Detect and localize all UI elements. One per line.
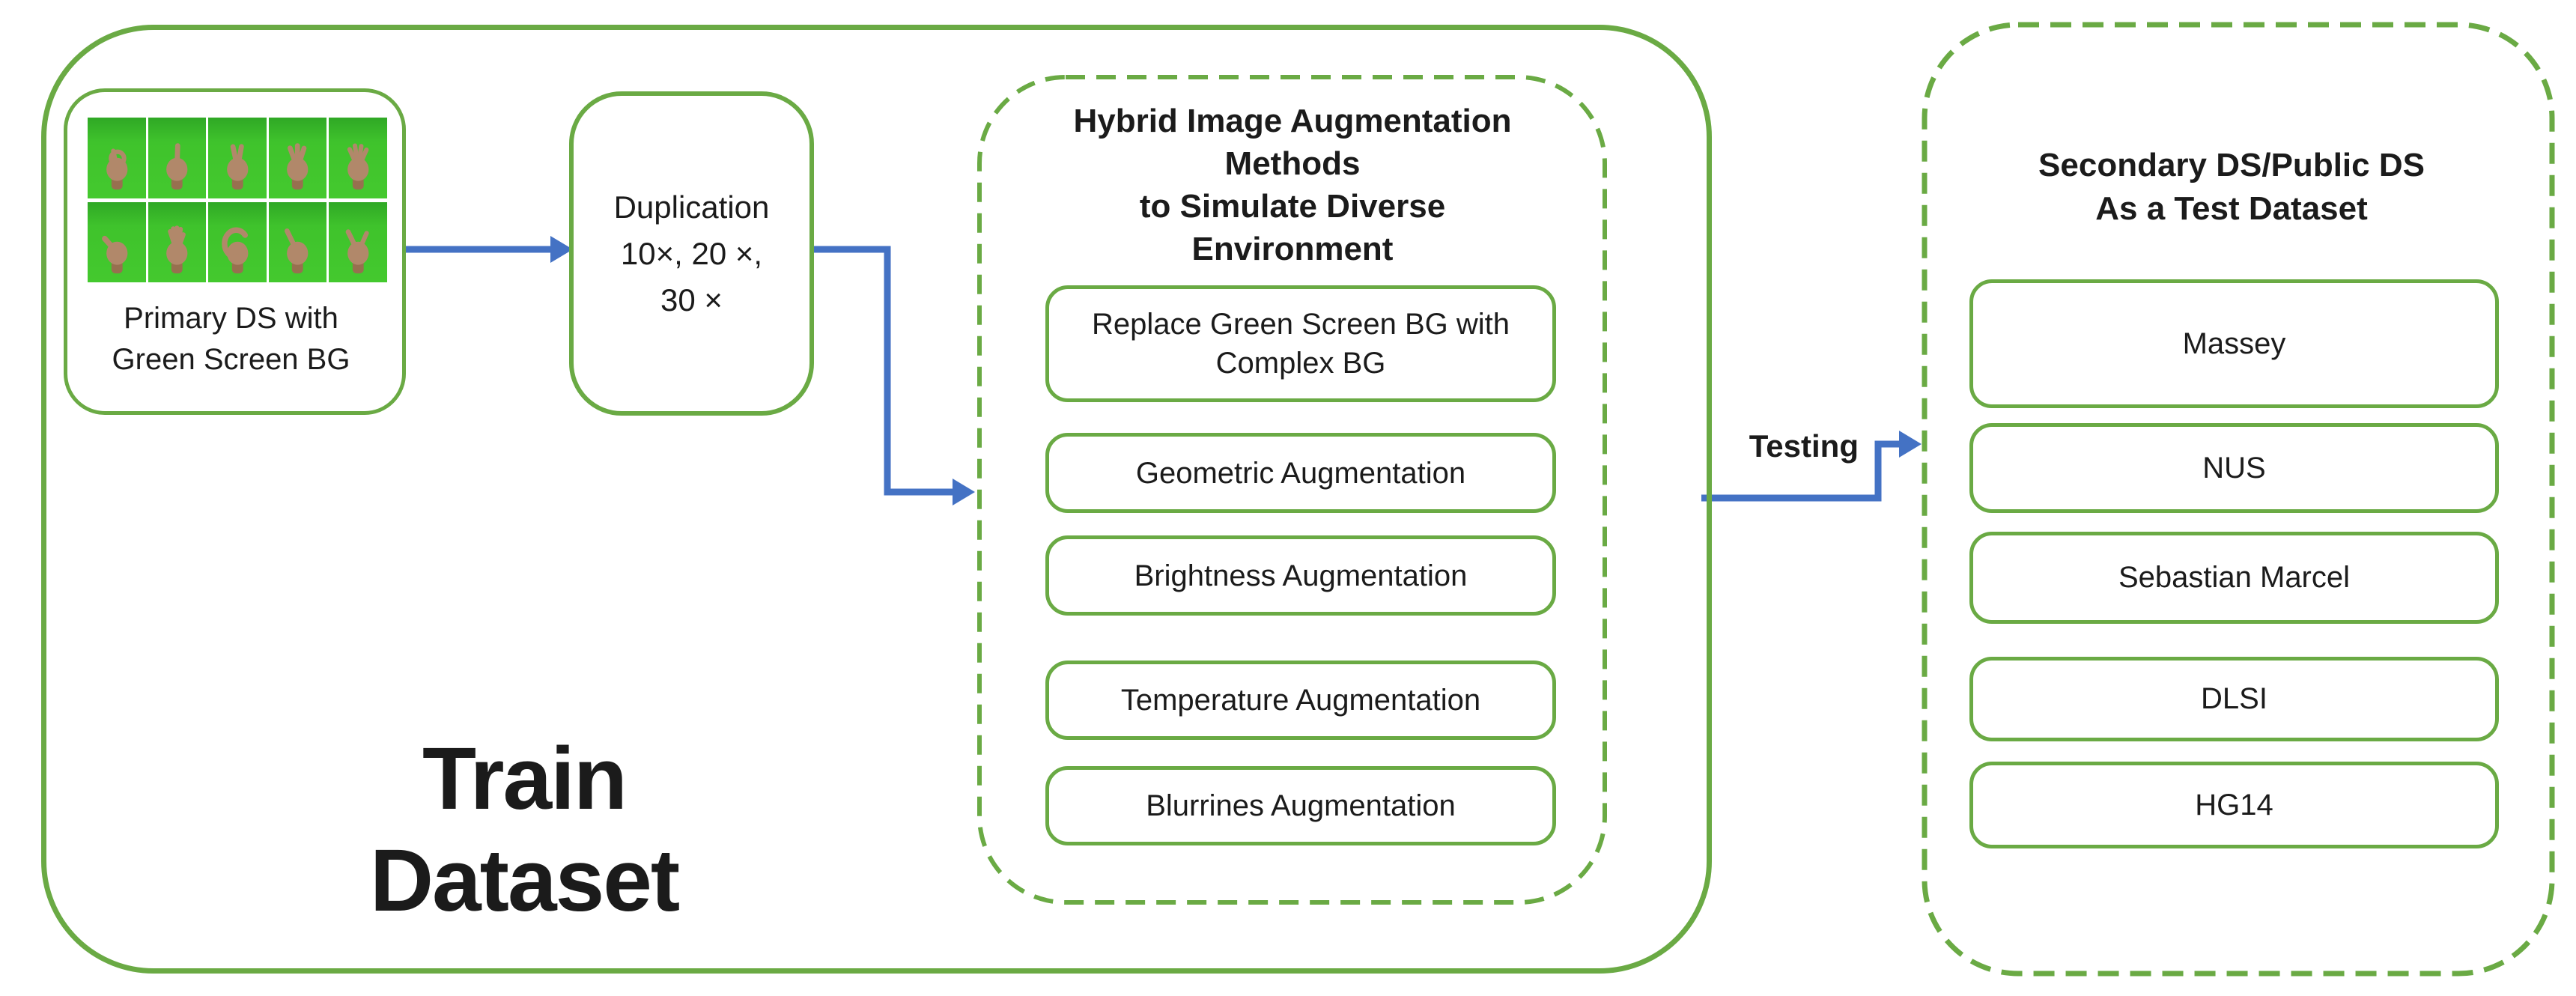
hand-icon: [166, 142, 188, 189]
hand-icon: [345, 229, 369, 274]
hand-icon: [347, 143, 369, 189]
hand-gesture-cell: [208, 118, 267, 198]
test-dataset-group-title: Secondary DS/Public DS As a Test Dataset: [2038, 147, 2425, 227]
hand-icon: [166, 225, 188, 274]
test-dataset-sebastian-marcel: Sebastian Marcel: [1969, 532, 2499, 624]
train-dataset-title: Train Dataset: [369, 729, 680, 930]
arrow-primary-to-duplication: [398, 236, 573, 263]
primary-ds-label: Primary DS with Green Screen BG: [112, 302, 350, 376]
hand-gesture-cell: [268, 118, 327, 198]
hand-gesture-grid: [88, 118, 387, 282]
test-dataset-group-dashed-border: [1922, 22, 2555, 977]
duplication-box: Duplication 10×, 20 ×, 30 ×: [569, 91, 814, 416]
hand-gesture-cell: [268, 201, 327, 282]
test-dataset-nus: NUS: [1969, 423, 2499, 513]
duplication-label: Duplication 10×, 20 ×, 30 ×: [613, 189, 770, 318]
hand-icon: [106, 148, 127, 189]
hand-gesture-cell: [88, 118, 146, 198]
hand-gesture-cell: [329, 201, 387, 282]
hand-gesture-cell: [148, 118, 207, 198]
hand-gesture-cell: [208, 201, 267, 282]
hand-icon: [221, 227, 249, 274]
arrow-duplication-to-augmentation: [805, 246, 975, 505]
arrowhead-icon: [1899, 431, 1922, 458]
test-dataset-dlsi: DLSI: [1969, 657, 2499, 741]
augmentation-item-temperature: Temperature Augmentation: [1045, 661, 1556, 740]
hand-icon: [226, 143, 249, 189]
augmentation-item-brightness: Brightness Augmentation: [1045, 535, 1556, 616]
test-dataset-hg14: HG14: [1969, 762, 2499, 848]
augmentation-item-blurrines: Blurrines Augmentation: [1045, 766, 1556, 845]
arrow-testing: [1701, 431, 1922, 502]
arrowhead-icon: [953, 479, 975, 505]
test-dataset-massey: Massey: [1969, 279, 2499, 408]
testing-arrow-label: Testing: [1749, 428, 1859, 464]
augmentation-item-geometric: Geometric Augmentation: [1045, 433, 1556, 513]
hand-gesture-cell: [329, 118, 387, 198]
augmentation-group-title: Hybrid Image Augmentation Methods to Sim…: [1073, 103, 1512, 267]
arrowhead-icon: [550, 236, 573, 263]
hand-gesture-cell: [88, 201, 146, 282]
hand-icon: [287, 142, 309, 189]
hand-gesture-cell: [148, 201, 207, 282]
hand-icon: [285, 228, 309, 274]
train-dataset-container: [41, 25, 1712, 974]
hand-icon: [101, 236, 127, 274]
augmentation-group-dashed-border: [977, 75, 1607, 905]
augmentation-item-replace-bg: Replace Green Screen BG with Complex BG: [1045, 285, 1556, 402]
